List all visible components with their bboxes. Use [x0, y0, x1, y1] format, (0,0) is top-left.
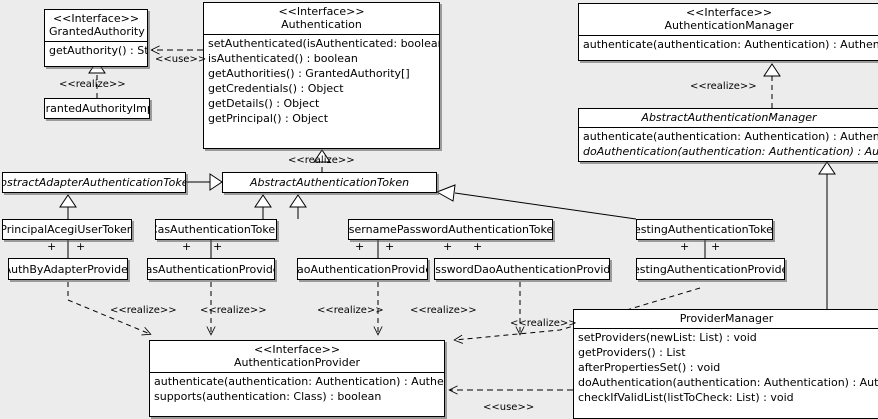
class-name: GrantedAuthorityImpl — [45, 102, 149, 115]
operations-compartment: setAuthenticated(isAuthenticated: boolea… — [204, 34, 439, 127]
class-name: TestingAuthenticationProvider — [636, 262, 785, 276]
operation: getAuthority() : String — [49, 44, 147, 57]
class-name: TestingAuthenticationToken — [636, 223, 773, 236]
class-header: AbstractAuthenticationManager — [579, 109, 878, 127]
class-name: AbstractAuthenticationManager — [641, 111, 817, 124]
operation: authenticate(authentication: Authenticat… — [583, 130, 878, 143]
class-name: AuthenticationProvider — [233, 356, 361, 369]
class-box-testing-authentication-provider[interactable]: TestingAuthenticationProvider — [636, 258, 785, 280]
association-marker-plus: + — [355, 240, 365, 253]
association-marker-plus: + — [385, 240, 395, 253]
class-box-abstract-authentication-manager[interactable]: AbstractAuthenticationManager authentica… — [578, 108, 878, 162]
operation: isAuthenticated() : boolean — [208, 52, 358, 65]
class-box-password-dao-authentication-provider[interactable]: PasswordDaoAuthenticationProvider — [434, 258, 610, 280]
class-box-granted-authority[interactable]: <<Interface>> GrantedAuthority getAuthor… — [44, 9, 148, 67]
class-box-cas-authentication-token[interactable]: CasAuthenticationToken — [155, 219, 277, 240]
class-box-dao-authentication-provider[interactable]: DaoAuthenticationProvider — [297, 258, 428, 280]
operation: authenticate(authentication: Authenticat… — [154, 375, 444, 388]
operation: getAuthorities() : GrantedAuthority[] — [208, 67, 410, 80]
edge-label-use-authentication-granted-authority: <<use>> — [155, 54, 207, 65]
association-marker-plus: + — [443, 240, 453, 253]
association-marker-plus: + — [711, 240, 721, 253]
stereotype-label: <<Interface>> — [52, 12, 140, 25]
class-box-username-password-authentication-token[interactable]: UsernamePasswordAuthenticationToken — [348, 219, 553, 240]
class-header: <<Interface>> GrantedAuthority — [45, 10, 147, 41]
edge-label-realize-cas-authentication-provider: <<realize>> — [200, 305, 267, 316]
class-box-auth-by-adapter-provider[interactable]: AuthByAdapterProvider — [8, 258, 128, 280]
class-name: ProviderManager — [679, 312, 774, 325]
operation: doAuthentication(authentication: Authent… — [578, 376, 878, 389]
operations-compartment: authenticate(authentication: Authenticat… — [579, 127, 878, 160]
edge-label-realize-abstract-authentication-token: <<realize>> — [288, 155, 355, 166]
class-name: UsernamePasswordAuthenticationToken — [348, 223, 553, 236]
class-name: AuthByAdapterProvider — [8, 262, 128, 276]
association-marker-plus: + — [473, 240, 483, 253]
stereotype-label: <<Interface>> — [685, 6, 773, 19]
operations-compartment: authenticate(authentication: Authenticat… — [150, 372, 444, 405]
class-header: <<Interface>> AuthenticationManager — [579, 4, 878, 35]
class-box-authentication-provider[interactable]: <<Interface>> AuthenticationProvider aut… — [149, 340, 445, 417]
operation: checkIfValidList(listToCheck: List) : vo… — [578, 391, 794, 404]
operation: afterPropertiesSet() : void — [578, 361, 721, 374]
class-name: PrincipalAcegiUserToken — [2, 223, 132, 236]
class-box-testing-authentication-token[interactable]: TestingAuthenticationToken — [636, 219, 773, 240]
edge-label-realize-abstract-authentication-manager: <<realize>> — [690, 81, 757, 92]
class-box-authentication[interactable]: <<Interface>> Authentication setAuthenti… — [203, 2, 440, 149]
operation: getPrincipal() : Object — [208, 112, 329, 125]
class-box-principal-acegi-user-token[interactable]: PrincipalAcegiUserToken — [2, 219, 132, 240]
association-marker-plus: + — [47, 240, 57, 253]
class-name: GrantedAuthority — [49, 25, 145, 38]
class-name: AbstractAdapterAuthenticationToken — [2, 176, 186, 189]
operation: setAuthenticated(isAuthenticated: boolea… — [208, 37, 439, 50]
operation: getProviders() : List — [578, 346, 686, 359]
class-box-abstract-adapter-authentication-token[interactable]: AbstractAdapterAuthenticationToken — [2, 172, 186, 193]
operation: doAuthentication(authentication: Authent… — [583, 145, 878, 158]
operations-compartment: setProviders(newList: List) : void getPr… — [574, 328, 878, 406]
operations-compartment: authenticate(authentication: Authenticat… — [579, 35, 878, 53]
operation: authenticate(authentication: Authenticat… — [583, 38, 878, 51]
association-marker-plus: + — [76, 240, 86, 253]
edge-label-realize-dao-authentication-provider: <<realize>> — [317, 305, 384, 316]
class-name: AbstractAuthenticationToken — [249, 176, 410, 189]
association-marker-plus: + — [680, 240, 690, 253]
class-name: DaoAuthenticationProvider — [297, 262, 427, 276]
edge-label-realize-testing-authentication-provider: <<realize>> — [510, 318, 577, 329]
class-box-granted-authority-impl[interactable]: GrantedAuthorityImpl — [44, 98, 150, 119]
operation: setProviders(newList: List) : void — [578, 331, 757, 344]
class-header: <<Interface>> Authentication — [204, 3, 439, 34]
class-box-cas-authentication-provider[interactable]: CasAuthenticationProvider — [147, 258, 275, 280]
stereotype-label: <<Interface>> — [278, 5, 365, 18]
edge-label-realize-auth-by-adapter-provider: <<realize>> — [110, 305, 177, 316]
class-header: <<Interface>> AuthenticationProvider — [150, 341, 444, 372]
class-header: ProviderManager — [574, 310, 878, 328]
class-name: PasswordDaoAuthenticationProvider — [435, 262, 610, 276]
class-box-abstract-authentication-token[interactable]: AbstractAuthenticationToken — [222, 172, 437, 193]
class-name: AuthenticationManager — [664, 19, 794, 32]
class-box-authentication-manager[interactable]: <<Interface>> AuthenticationManager auth… — [578, 3, 878, 61]
association-marker-plus: + — [182, 240, 192, 253]
class-name: CasAuthenticationProvider — [148, 262, 274, 276]
operation: supports(authentication: Class) : boolea… — [154, 390, 382, 403]
operation: getCredentials() : Object — [208, 82, 344, 95]
edge-label-realize-granted-authority-impl: <<realize>> — [59, 79, 126, 90]
class-name: CasAuthenticationToken — [155, 223, 277, 236]
operation: getDetails() : Object — [208, 97, 320, 110]
association-marker-plus: + — [213, 240, 223, 253]
stereotype-label: <<Interface>> — [253, 343, 341, 356]
operations-compartment: getAuthority() : String — [45, 41, 147, 59]
edge-label-use-provider-manager-authentication-provider: <<use>> — [483, 402, 535, 413]
class-box-provider-manager[interactable]: ProviderManager setProviders(newList: Li… — [573, 309, 878, 419]
edge-label-realize-password-dao-authentication-provider: <<realize>> — [410, 305, 477, 316]
class-name: Authentication — [281, 18, 362, 31]
